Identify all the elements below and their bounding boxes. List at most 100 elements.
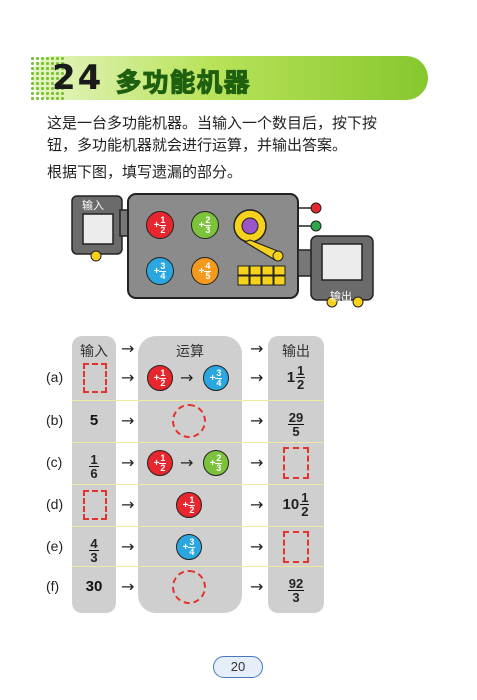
numerator: 92 <box>287 576 305 591</box>
operation-arrow: → <box>180 453 194 472</box>
row-label: (a) <box>46 369 64 385</box>
row-arrow-out: → <box>250 411 264 430</box>
numerator: 1 <box>296 363 306 378</box>
button-numerator: 1 <box>159 367 167 379</box>
row-divider <box>72 400 324 401</box>
row-arrow-out: → <box>250 368 264 387</box>
row-label: (b) <box>46 412 64 428</box>
row-arrow-out: → <box>250 453 264 472</box>
input-blank-box <box>83 363 107 393</box>
button-operator: + <box>198 219 205 231</box>
whole-number: 10 <box>282 496 300 513</box>
row-arrow-out: → <box>250 537 264 556</box>
instruction: 根据下图，填写遗漏的部分。 <box>47 163 243 181</box>
page-number: 20 <box>213 656 263 678</box>
operation-arrow: → <box>180 368 194 387</box>
row-arrow-in: → <box>121 453 135 472</box>
row-arrow-in: → <box>121 537 135 556</box>
input-header: 输入 <box>80 344 108 360</box>
row-arrow-in: → <box>121 495 135 514</box>
button-operator: + <box>153 457 160 469</box>
operation-header: 运算 <box>176 344 204 360</box>
machine-input-label: 输入 <box>82 199 104 212</box>
button-numerator: 4 <box>204 260 212 272</box>
denominator: 6 <box>90 466 98 481</box>
row-divider <box>72 484 324 485</box>
machine-output-label: 输出 <box>330 290 352 303</box>
intro-line-2: 钮，多功能机器就会进行运算，并输出答案。 <box>47 136 348 154</box>
row-label: (f) <box>46 578 60 594</box>
button-denominator: 3 <box>216 462 222 473</box>
numerator: 1 <box>89 452 99 467</box>
button-operator: + <box>182 541 189 553</box>
banner-dot-pattern <box>30 56 64 100</box>
row-divider <box>72 526 324 527</box>
row-label: (e) <box>46 538 64 554</box>
row-arrow-in: → <box>121 411 135 430</box>
input-value: 30 <box>85 578 103 595</box>
output-header: 输出 <box>282 344 310 360</box>
header-arrow-1: → <box>121 339 135 358</box>
whole-number: 1 <box>286 369 296 386</box>
denominator: 5 <box>292 424 300 439</box>
title-banner <box>32 56 428 100</box>
button-operator: + <box>153 265 160 277</box>
numerator: 4 <box>89 536 99 551</box>
button-denominator: 4 <box>216 377 222 388</box>
button-numerator: 1 <box>159 214 167 226</box>
button-operator: + <box>182 499 189 511</box>
button-denominator: 2 <box>160 462 166 473</box>
row-divider <box>72 566 324 567</box>
button-operator: + <box>209 372 216 384</box>
row-arrow-in: → <box>121 577 135 596</box>
denominator: 2 <box>297 377 305 392</box>
button-numerator: 1 <box>188 494 196 506</box>
output-blank-box <box>283 447 309 479</box>
row-label: (c) <box>46 454 63 470</box>
button-denominator: 3 <box>205 224 211 235</box>
operation-blank-circle <box>172 404 206 438</box>
button-operator: + <box>153 219 160 231</box>
output-blank-box <box>283 531 309 563</box>
button-numerator: 3 <box>215 367 223 379</box>
button-operator: + <box>198 265 205 277</box>
row-arrow-in: → <box>121 368 135 387</box>
button-numerator: 3 <box>159 260 167 272</box>
button-denominator: 2 <box>160 377 166 388</box>
header-arrow-2: → <box>250 339 264 358</box>
button-denominator: 4 <box>160 270 166 281</box>
row-arrow-out: → <box>250 495 264 514</box>
button-numerator: 2 <box>215 452 223 464</box>
lesson-title: 多功能机器 <box>115 67 252 97</box>
row-label: (d) <box>46 496 64 512</box>
button-denominator: 2 <box>189 504 195 515</box>
denominator: 2 <box>301 504 309 519</box>
